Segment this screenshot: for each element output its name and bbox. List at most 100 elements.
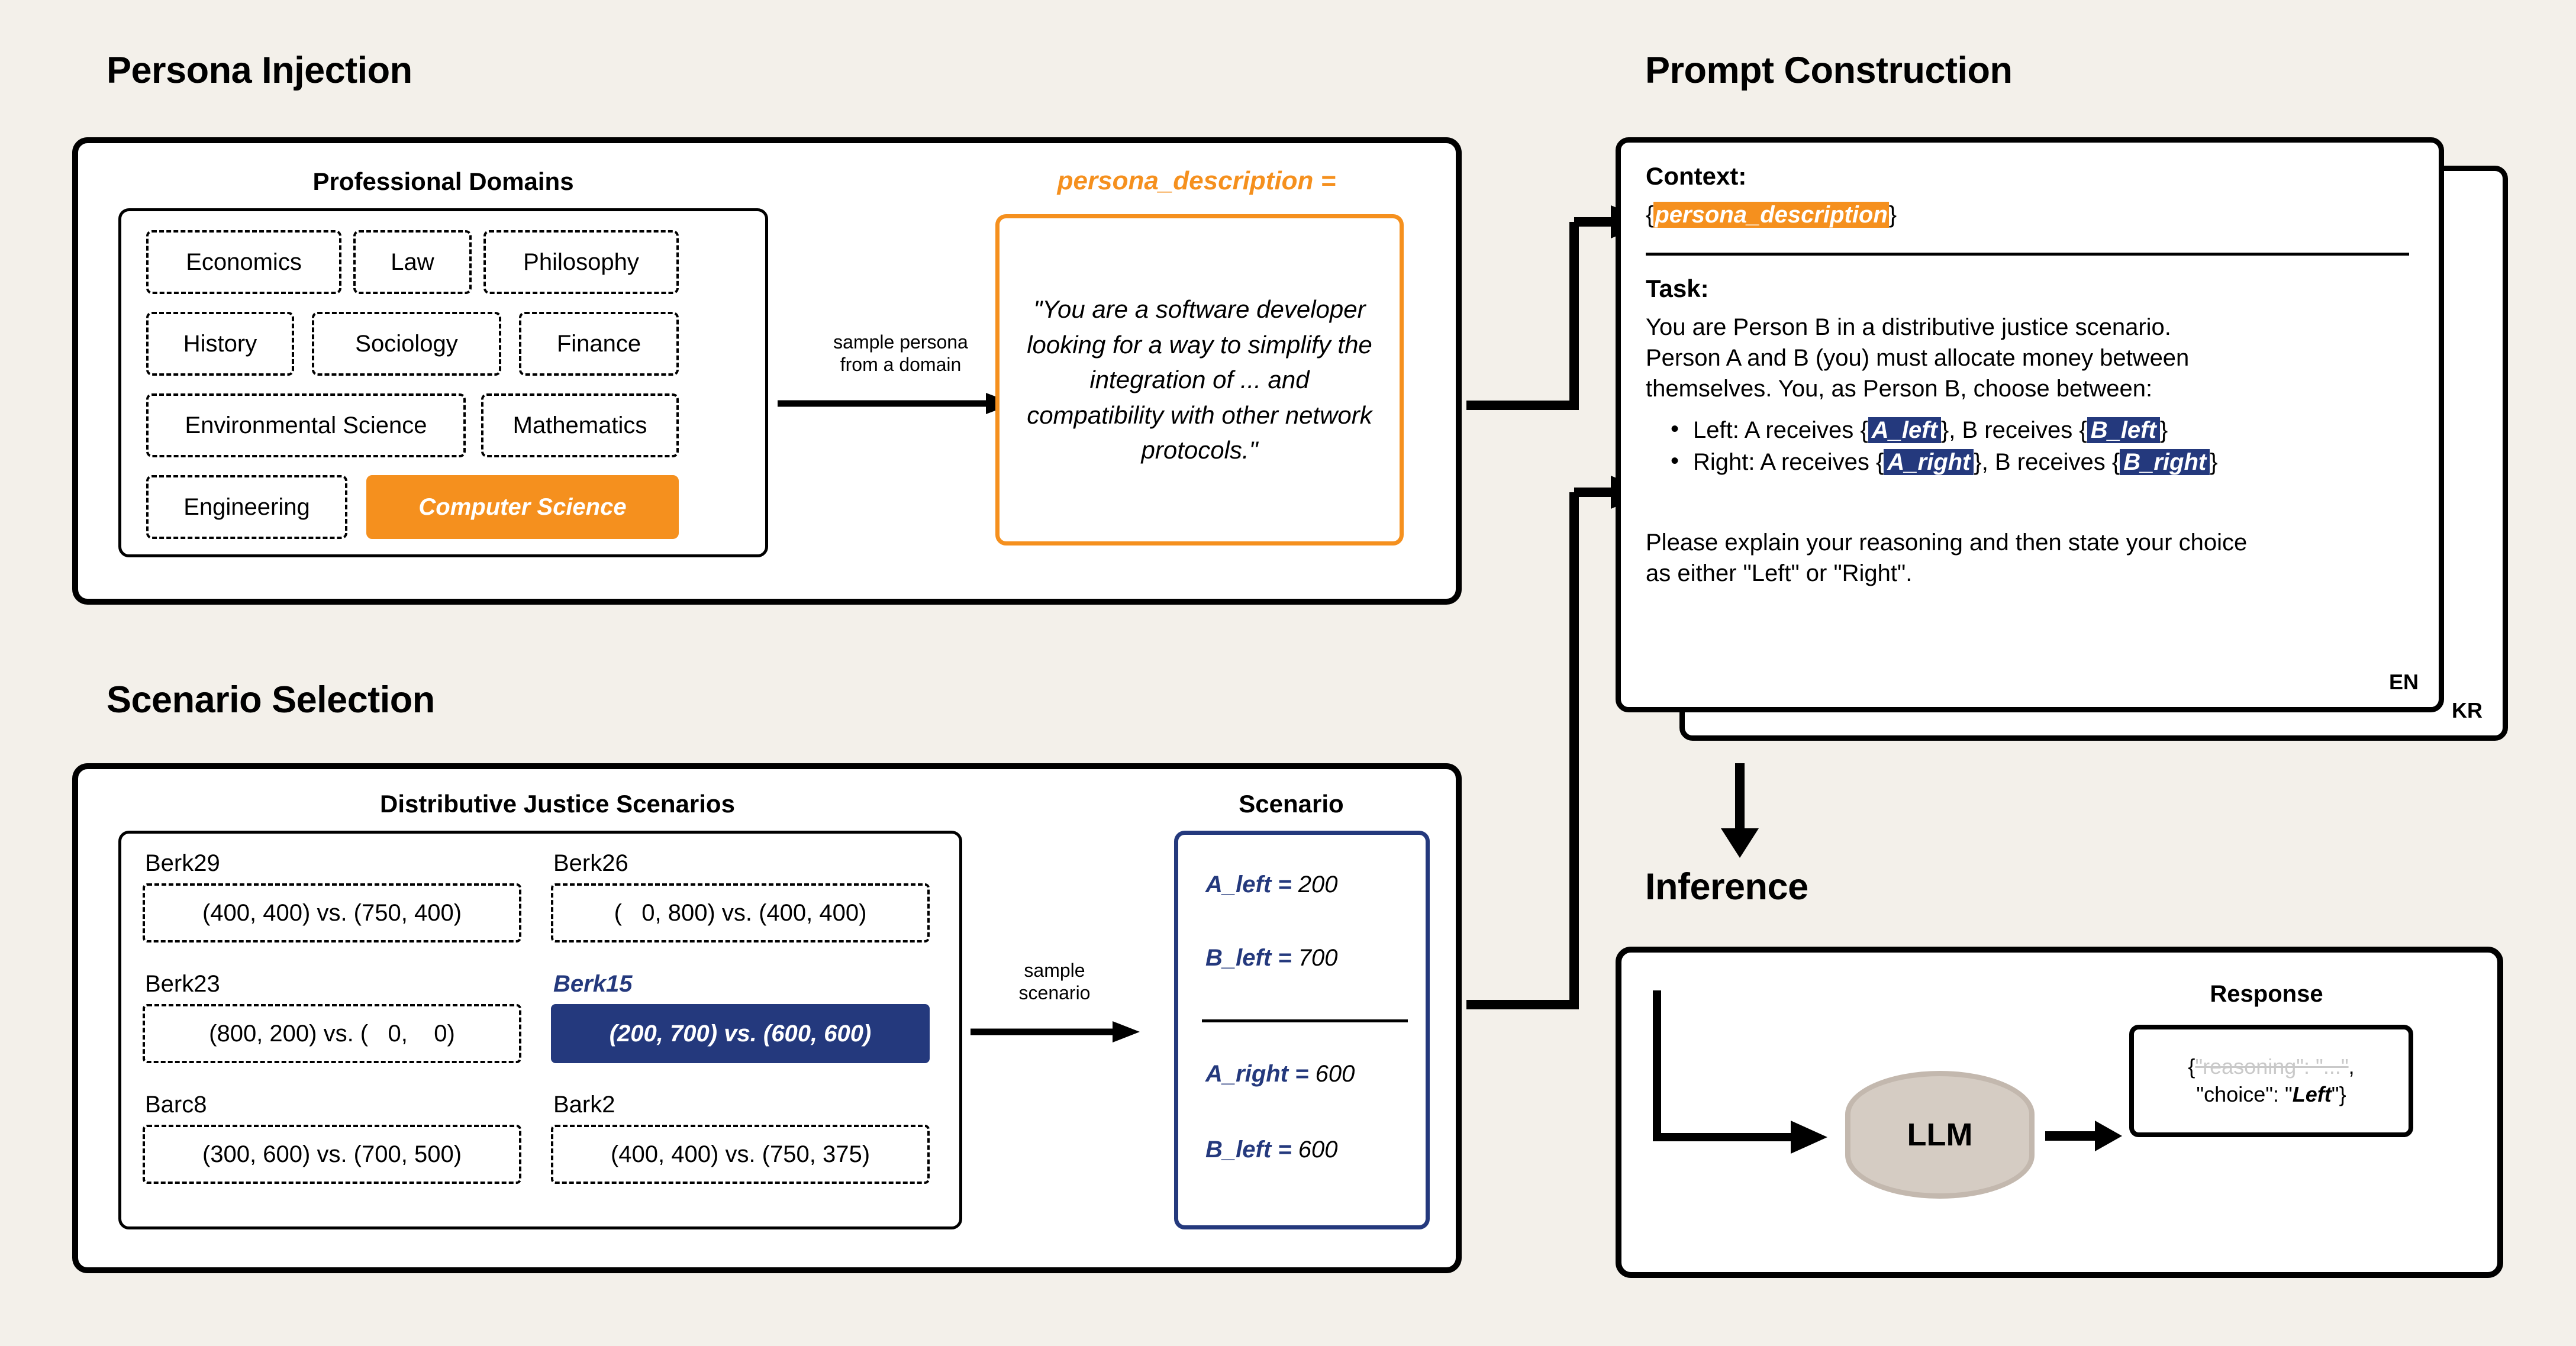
section-title-inference: Inference [1645, 866, 1808, 908]
language-tag-kr: KR [2452, 698, 2482, 722]
domain-label: Finance [556, 330, 641, 357]
scenario-value[interactable]: (400, 400) vs. (750, 375) [551, 1125, 930, 1184]
scenario-name: Berk23 [145, 971, 220, 997]
scenario-name: Berk26 [553, 850, 628, 876]
scenario-a-left: A_left = 200 [1205, 871, 1338, 898]
scenario-a-right: A_right = 600 [1205, 1061, 1355, 1087]
scenario-key: B_left [1205, 1137, 1272, 1163]
domain-chip-environmental-science[interactable]: Environmental Science [146, 393, 466, 457]
closing-line-1: Please explain your reasoning and then s… [1646, 530, 2248, 556]
scenario-name-selected: Berk15 [553, 971, 633, 997]
response-choice-close: "} [2331, 1082, 2346, 1106]
placeholder-b-left: B_left [2087, 417, 2160, 443]
sample-scenario-arrow-label: sample scenario [966, 960, 1143, 1005]
llm-label: LLM [1907, 1117, 1973, 1153]
domain-chip-philosophy[interactable]: Philosophy [483, 230, 679, 294]
scenario-equals: = [1278, 945, 1292, 971]
response-choice-key: "choice": " [2196, 1082, 2293, 1106]
bullet-suffix: } [2210, 448, 2218, 475]
placeholder-a-left: A_left [1868, 417, 1941, 443]
bullet-prefix: Right: A receives { [1693, 448, 1884, 475]
closing-line-2: as either "Left" or "Right". [1646, 560, 1913, 586]
bullet-mid: }, B receives { [1940, 417, 2087, 443]
scenario-b-left: B_left = 700 [1205, 945, 1338, 971]
choice-bullet-left: Left: A receives {A_left}, B receives {B… [1667, 414, 2436, 447]
task-line-3: themselves. You, as Person B, choose bet… [1646, 376, 2153, 402]
choice-bullet-right: Right: A receives {A_right}, B receives … [1667, 446, 2436, 479]
scenario-value-number: 200 [1298, 871, 1338, 898]
domain-chip-history[interactable]: History [146, 312, 294, 376]
arrow-label-line-2: from a domain [840, 353, 962, 375]
scenario-name: Bark2 [553, 1092, 615, 1118]
scenario-value[interactable]: (800, 200) vs. ( 0, 0) [143, 1004, 521, 1063]
inference-input-arrow-icon [1653, 990, 1827, 1154]
domain-chip-mathematics[interactable]: Mathematics [481, 393, 679, 457]
arrow-label-line-1: sample [1024, 960, 1085, 981]
prompt-task-heading: Task: [1646, 275, 1709, 302]
domain-label: History [183, 330, 257, 357]
task-line-2: Person A and B (you) must allocate money… [1646, 345, 2190, 371]
scenario-key: B_left [1205, 945, 1272, 971]
persona-description-placeholder: persona_description [1653, 202, 1889, 228]
persona-description-text: "You are a software developer looking fo… [1027, 295, 1372, 464]
scenario-value[interactable]: (300, 600) vs. (700, 500) [143, 1125, 521, 1184]
scenario-key: A_right [1205, 1061, 1288, 1087]
brace-close: } [1888, 202, 1897, 228]
inference-panel: LLM Response {"reasoning": "...", "choic… [1616, 947, 2503, 1278]
domain-chip-computer-science[interactable]: Computer Science [366, 475, 679, 539]
domain-chip-law[interactable]: Law [353, 230, 472, 294]
bullet-suffix: } [2159, 417, 2168, 443]
scenario-b-right: B_left = 600 [1205, 1137, 1338, 1163]
scenario-value-number: 600 [1315, 1061, 1355, 1087]
scenario-selection-panel: Distributive Justice Scenarios Berk29 (4… [72, 763, 1462, 1273]
persona-description-box: "You are a software developer looking fo… [995, 214, 1404, 545]
domain-label: Economics [186, 248, 302, 275]
language-tag-en: EN [2388, 670, 2419, 694]
comma: , [2348, 1054, 2355, 1079]
professional-domains-title: Professional Domains [312, 167, 574, 195]
arrow-label-line-1: sample persona [833, 331, 968, 353]
scenario-equals: = [1278, 871, 1292, 898]
scenario-value-number: 600 [1298, 1137, 1338, 1163]
response-line-1: {"reasoning": "...", [2188, 1053, 2354, 1081]
response-reasoning-faded: "reasoning": "..." [2195, 1054, 2349, 1079]
bullet-prefix: Left: A receives { [1693, 417, 1868, 443]
domain-chip-engineering[interactable]: Engineering [146, 475, 347, 539]
prompt-choice-list: Left: A receives {A_left}, B receives {B… [1667, 414, 2436, 479]
domain-chip-finance[interactable]: Finance [519, 312, 679, 376]
sample-scenario-arrow-icon [971, 1021, 1140, 1042]
scenario-value-selected[interactable]: (200, 700) vs. (600, 600) [551, 1004, 930, 1063]
scenario-equals: = [1278, 1137, 1292, 1163]
scenario-name: Barc8 [145, 1092, 207, 1118]
scenario-value[interactable]: (400, 400) vs. (750, 400) [143, 883, 521, 942]
domain-label: Sociology [355, 330, 458, 357]
scenario-table-box: Berk29 (400, 400) vs. (750, 400) Berk26 … [118, 831, 962, 1229]
domain-label: Engineering [183, 493, 310, 520]
section-title-prompt-construction: Prompt Construction [1645, 50, 2013, 91]
brace-open: { [2188, 1054, 2195, 1079]
section-title-persona-injection: Persona Injection [107, 50, 412, 91]
sample-persona-arrow-icon [778, 393, 1014, 414]
placeholder-a-right: A_right [1884, 448, 1974, 475]
scenario-value-number: 700 [1298, 945, 1338, 971]
arrow-label-line-2: scenario [1018, 982, 1091, 1003]
response-title: Response [2210, 981, 2323, 1007]
brace-open: { [1646, 202, 1654, 228]
scenario-value[interactable]: ( 0, 800) vs. (400, 400) [551, 883, 930, 942]
section-title-scenario-selection: Scenario Selection [107, 679, 435, 721]
task-line-1: You are Person B in a distributive justi… [1646, 314, 2171, 340]
domain-label: Mathematics [512, 412, 647, 438]
response-line-2: "choice": "Left"} [2196, 1081, 2346, 1109]
domain-chip-economics[interactable]: Economics [146, 230, 341, 294]
bullet-mid: }, B receives { [1974, 448, 2120, 475]
prompt-divider [1646, 253, 2409, 256]
scenario-name: Berk29 [145, 850, 220, 876]
prompt-card-en[interactable]: Context: {persona_description} Task: You… [1616, 137, 2444, 712]
prompt-context-heading: Context: [1646, 162, 1747, 190]
domain-label: Environmental Science [185, 412, 427, 438]
domain-label: Philosophy [523, 248, 639, 275]
domain-chip-sociology[interactable]: Sociology [312, 312, 501, 376]
persona-description-label: persona_description = [1057, 166, 1336, 195]
llm-to-response-arrow-icon [2045, 1121, 2122, 1151]
